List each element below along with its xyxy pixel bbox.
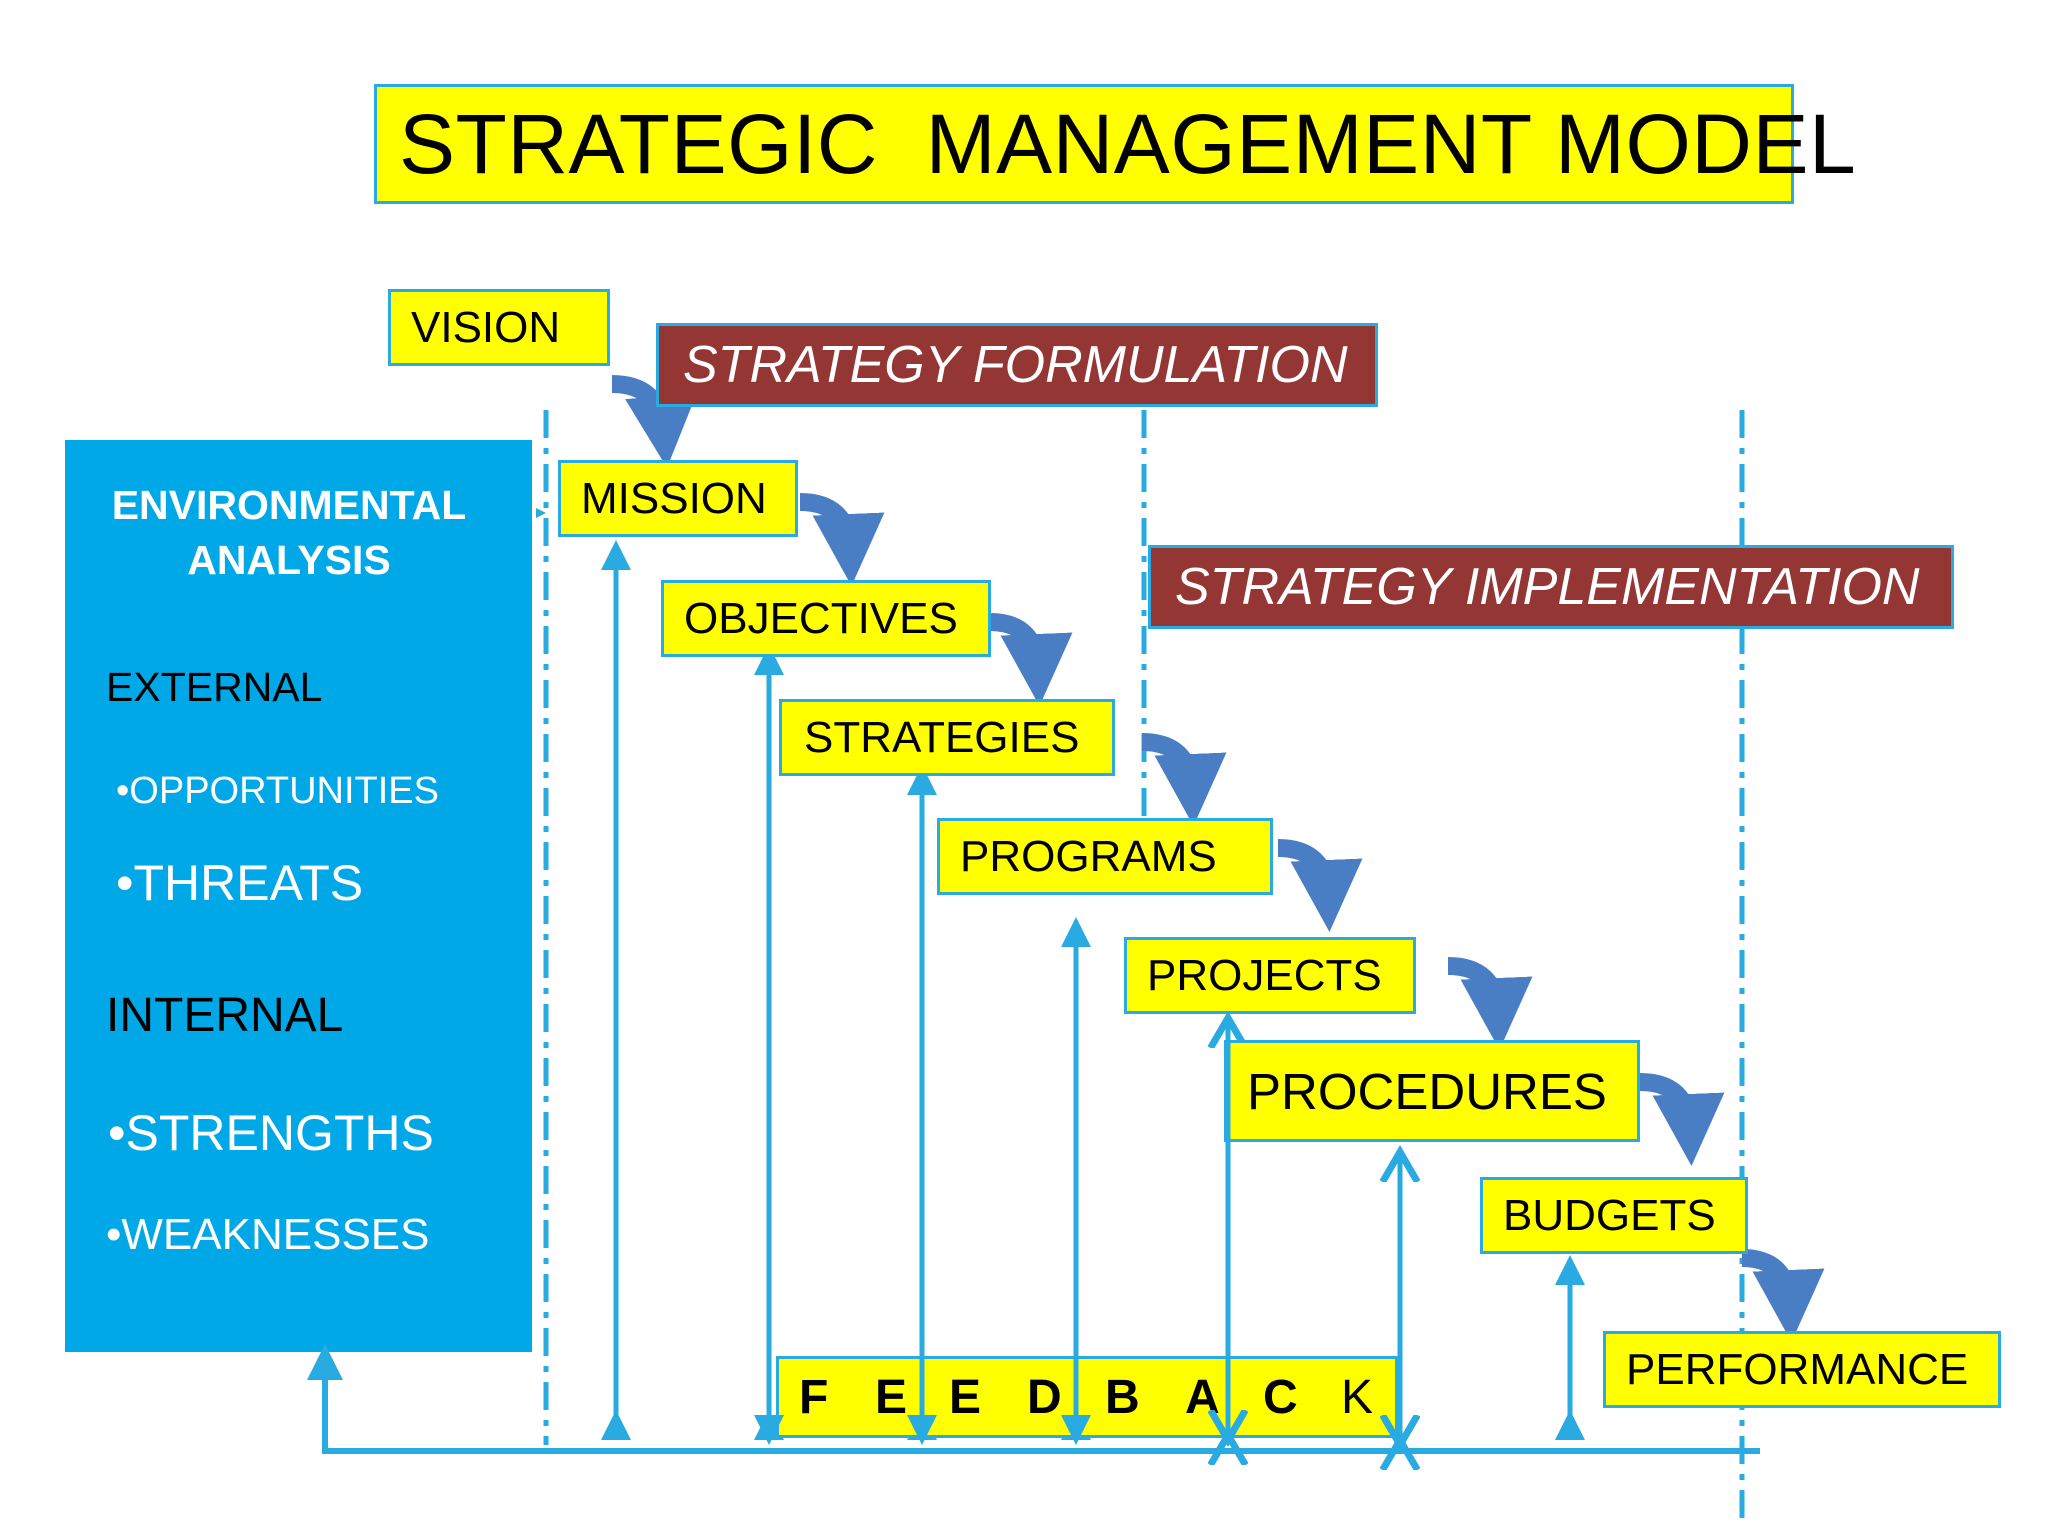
step-arrow-programs-projects — [1277, 839, 1363, 932]
feedback-letter: C — [1263, 1370, 1298, 1424]
vision-box: VISION — [388, 289, 610, 366]
feedback-letter: B — [1105, 1370, 1140, 1424]
step-arrow-objectives-strategies — [989, 613, 1073, 706]
feedback-letter: E — [875, 1370, 908, 1424]
feedback-letter: E — [949, 1370, 982, 1424]
environmental-analysis-title: ENVIRONMENTAL ANALYSIS — [65, 478, 513, 588]
strategy-implementation-banner: STRATEGY IMPLEMENTATION — [1148, 545, 1954, 629]
feedback-letter: K — [1341, 1370, 1374, 1424]
environmental-analysis-panel — [65, 440, 532, 1352]
programs-box: PROGRAMS — [937, 818, 1273, 895]
weaknesses-item: •WEAKNESSES — [106, 1210, 430, 1259]
step-arrow-vision-mission — [611, 375, 697, 468]
step-arrow-mission-objectives — [799, 493, 885, 586]
step-arrow-strategies-programs — [1141, 733, 1227, 826]
feedback-letter: F — [799, 1370, 829, 1424]
objectives-box: OBJECTIVES — [661, 580, 991, 657]
step-arrow-projects-procedures — [1447, 957, 1533, 1050]
mission-box: MISSION — [558, 460, 798, 537]
opportunities-item: •OPPORTUNITIES — [116, 770, 439, 812]
external-heading: EXTERNAL — [106, 664, 323, 710]
environment-to-mission-pointer — [536, 508, 546, 518]
budgets-box: BUDGETS — [1480, 1177, 1748, 1254]
environmental-analysis-title-line1: ENVIRONMENTAL — [111, 482, 467, 528]
step-arrow-procedures-budgets — [1639, 1073, 1725, 1166]
strategy-formulation-banner: STRATEGY FORMULATION — [656, 323, 1378, 407]
internal-heading: INTERNAL — [106, 989, 344, 1042]
feedback-letter: D — [1027, 1370, 1062, 1424]
performance-box: PERFORMANCE — [1603, 1331, 2001, 1408]
strengths-item: •STRENGTHS — [108, 1105, 434, 1161]
threats-item: •THREATS — [116, 855, 364, 911]
step-arrow-budgets-performance — [1741, 1249, 1825, 1342]
environmental-analysis-title-line2: ANALYSIS — [187, 537, 391, 583]
strategies-box: STRATEGIES — [779, 699, 1115, 776]
projects-box: PROJECTS — [1124, 937, 1416, 1014]
